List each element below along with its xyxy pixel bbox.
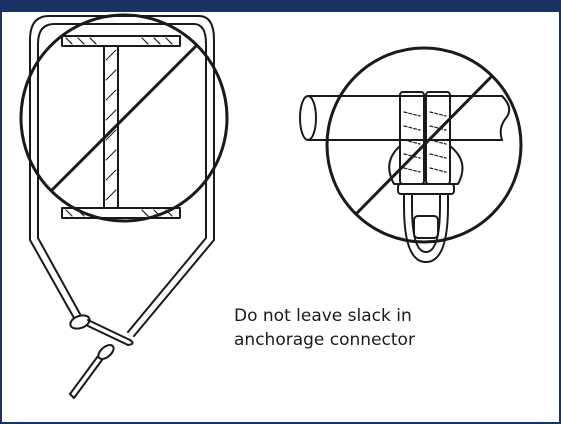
prohibition-circle-right: [325, 46, 523, 244]
caption-text: Do not leave slack in anchorage connecto…: [234, 306, 415, 350]
bar-strap-illustration: [299, 91, 511, 263]
header-band: [2, 0, 561, 12]
ibeam-sling-illustration: [29, 15, 215, 399]
prohibition-circle-left: [19, 13, 229, 223]
